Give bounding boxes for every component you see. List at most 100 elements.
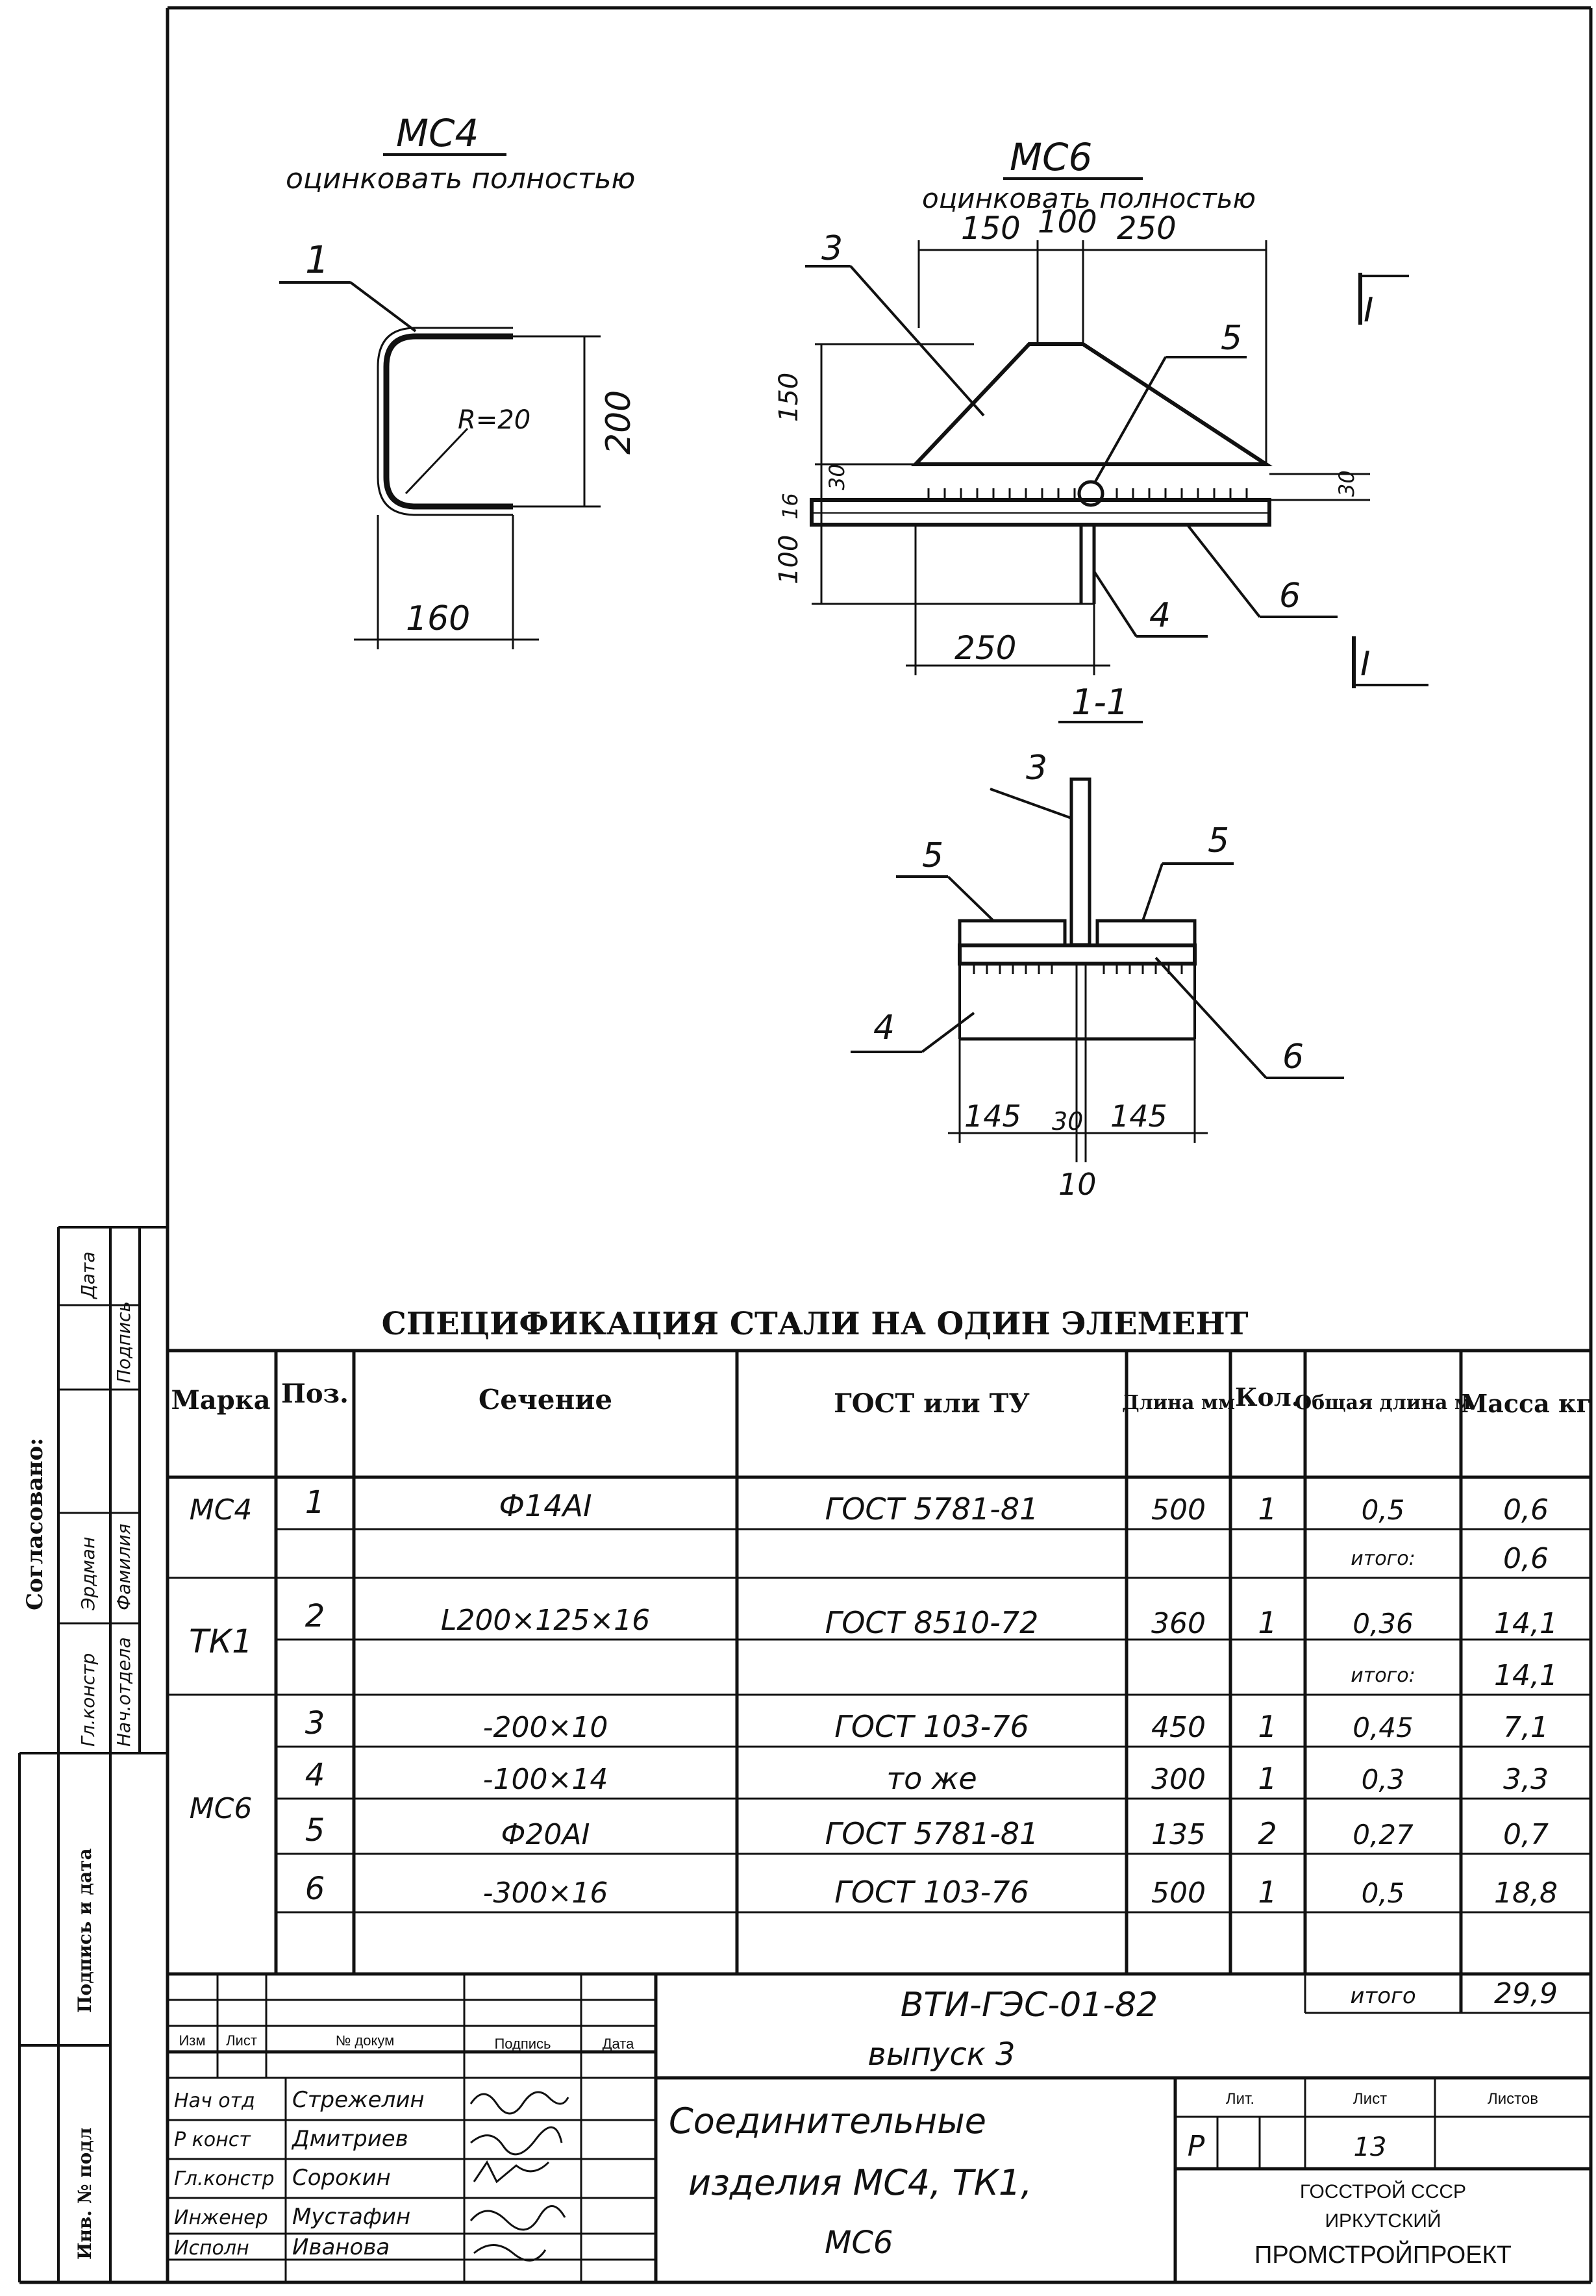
mc4-dim-width: 160 [406, 599, 470, 638]
stage-value: Р [1188, 2130, 1205, 2163]
row-1-qty: 1 [1258, 1491, 1277, 1527]
row-1-total-len: 0,5 [1362, 1494, 1405, 1526]
row-3-qty: 1 [1258, 1605, 1277, 1640]
header-pos: Поз. [281, 1379, 349, 1409]
document-code: ВТИ-ГЭС-01-82 [901, 1986, 1158, 2025]
row-3-total-len: 0,36 [1353, 1608, 1414, 1640]
spec-total-label: итого [1350, 1983, 1415, 2009]
row-7-mass: 0,7 [1503, 1818, 1549, 1851]
section-dim-right: 145 [1110, 1099, 1167, 1134]
row-3-mark: ТК1 [189, 1623, 253, 1660]
row-8-section: -300×16 [483, 1877, 608, 1910]
mc4-radius: R=20 [458, 405, 530, 435]
row-6-mass: 3,3 [1503, 1763, 1549, 1796]
section-mark-top: I [1364, 291, 1373, 330]
mc6-label-3: 3 [821, 229, 843, 268]
row-1-gost: ГОСТ 5781-81 [825, 1491, 1039, 1527]
mc6-drawing: МС6 оцинковать полностью 150 100 250 [774, 135, 1428, 688]
mc6-dim-bottom: 250 [954, 629, 1016, 667]
row-8-length: 500 [1151, 1877, 1206, 1910]
mc4-dim-height: 200 [599, 390, 638, 455]
mc4-note: оцинковать полностью [286, 162, 635, 195]
row-5-mass: 7,1 [1503, 1711, 1549, 1744]
mc6-dim-top-1: 150 [961, 210, 1021, 247]
table-row: МС6 3 -200×10 ГОСТ 103-76 450 1 0,45 7,1 [190, 1705, 1549, 1825]
side-stamp: Согласовано: Гл.констр Эрдман Нач.отдела… [18, 1226, 168, 2282]
mc6-dim-left-plate: 16 [778, 493, 803, 519]
mc6-label-6: 6 [1279, 577, 1301, 616]
inv-orig-label: Инв. № подл [74, 2127, 95, 2260]
rev-header-change: Изм [179, 2032, 205, 2049]
sheets-header: Листов [1488, 2090, 1538, 2108]
drawing-name-line3: МС6 [825, 2225, 893, 2261]
side-cell-4: Фамилия [113, 1523, 134, 1610]
section-title: 1-1 [1071, 682, 1128, 723]
rev-header-sign: Подпись [494, 2036, 551, 2052]
row-8-qty: 1 [1258, 1875, 1277, 1910]
sheet-value: 13 [1354, 2132, 1387, 2162]
row-5-section: -200×10 [483, 1711, 608, 1744]
row-7-qty: 2 [1258, 1816, 1277, 1851]
name-2: Дмитриев [291, 2126, 408, 2152]
row-5-mark: МС6 [190, 1792, 253, 1825]
row-1-length: 500 [1151, 1493, 1206, 1527]
section-label-6: 6 [1282, 1038, 1304, 1077]
mc6-title: МС6 [1010, 135, 1092, 179]
row-6-length: 300 [1151, 1763, 1206, 1796]
table-row: итого: 14,1 [1351, 1659, 1558, 1692]
mc6-weld-ticks [927, 488, 1248, 500]
role-4: Инженер [174, 2206, 268, 2229]
sheet-frame [19, 6, 1593, 2284]
row-3-pos: 2 [305, 1598, 325, 1634]
role-2: Р конст [174, 2128, 251, 2151]
issue-label: выпуск 3 [867, 2036, 1015, 2073]
row-5-gost: ГОСТ 103-76 [834, 1709, 1029, 1744]
row-2-mass: 0,6 [1503, 1542, 1549, 1575]
org-line3: ПРОМСТРОЙПРОЕКТ [1254, 2240, 1512, 2269]
mc6-label-4: 4 [1149, 596, 1171, 635]
stage-header: Лит. [1226, 2090, 1254, 2108]
side-cell-5: Подпись [113, 1301, 134, 1383]
row-6-gost: то же [886, 1761, 977, 1796]
section-label-4: 4 [873, 1008, 895, 1047]
mc6-label-5: 5 [1221, 319, 1242, 358]
row-4-total-len: итого: [1351, 1664, 1415, 1687]
mc6-rod [1077, 480, 1104, 507]
row-5-qty: 1 [1258, 1709, 1277, 1744]
table-row: 4 -100×14 то же 300 1 0,3 3,3 [305, 1757, 1549, 1796]
section-label-3: 3 [1026, 749, 1047, 788]
row-1-mass: 0,6 [1503, 1493, 1549, 1527]
row-7-gost: ГОСТ 5781-81 [825, 1816, 1039, 1851]
row-5-pos: 3 [305, 1705, 325, 1741]
row-3-length: 360 [1151, 1607, 1206, 1640]
header-qty: Кол. [1235, 1382, 1300, 1412]
spec-total-value: 29,9 [1494, 1977, 1558, 2010]
row-8-gost: ГОСТ 103-76 [834, 1875, 1029, 1910]
row-8-mass: 18,8 [1494, 1877, 1558, 1910]
mc6-dim-top-2: 100 [1038, 204, 1097, 240]
mc6-dim-left-upper: 150 [774, 373, 804, 422]
name-5: Иванова [292, 2234, 390, 2260]
row-1-pos: 1 [305, 1484, 325, 1521]
mc6-dim-top-3: 250 [1117, 210, 1177, 247]
mc4-drawing: МС4 оцинковать полностью 1 R=20 200 160 [279, 111, 638, 649]
signature-marks [469, 2091, 569, 2262]
org-line2: ИРКУТСКИЙ [1325, 2210, 1441, 2232]
rev-header-sheet: Лист [226, 2032, 257, 2049]
row-3-gost: ГОСТ 8510-72 [825, 1605, 1039, 1640]
row-1-mark: МС4 [190, 1493, 253, 1527]
mc4-title: МС4 [396, 111, 479, 155]
header-total-len: Общая длина м [1295, 1391, 1471, 1414]
side-cell-1: Гл.констр [77, 1653, 99, 1747]
row-7-total-len: 0,27 [1353, 1819, 1414, 1851]
header-length: Длина мм [1122, 1391, 1235, 1414]
row-7-section: Ф20АI [501, 1818, 590, 1851]
row-8-total-len: 0,5 [1362, 1877, 1405, 1909]
org-line1: ГОССТРОЙ СССР [1300, 2180, 1466, 2202]
row-5-length: 450 [1151, 1711, 1206, 1744]
drawing-name-line2: изделия МС4, ТК1, [688, 2162, 1032, 2203]
role-3: Гл.констр [174, 2167, 275, 2190]
row-5-total-len: 0,45 [1353, 1712, 1414, 1743]
mc6-gusset-plate [911, 342, 1273, 466]
row-6-qty: 1 [1258, 1761, 1277, 1796]
